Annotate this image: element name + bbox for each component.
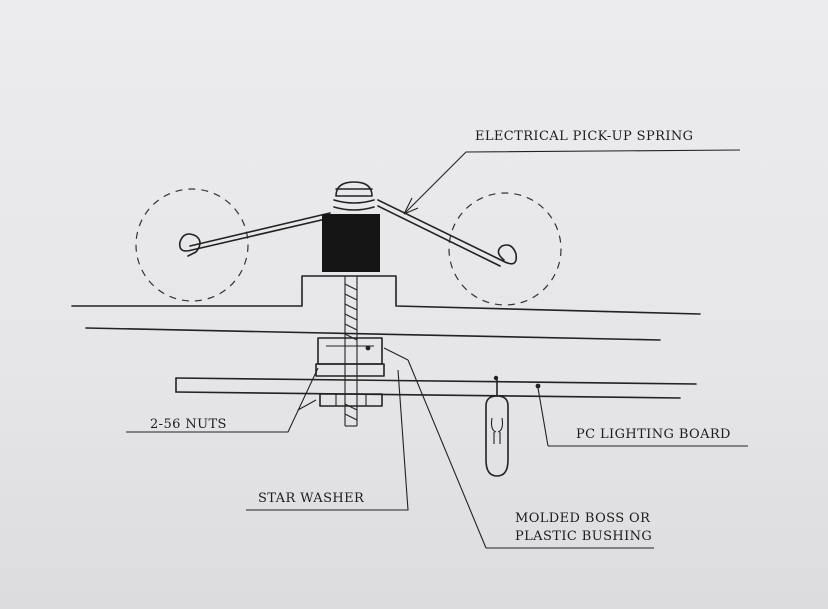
plastic-bushing [317, 337, 383, 365]
screw-shaft [344, 276, 358, 427]
screw-head [333, 181, 375, 211]
right-wheel-outline [448, 192, 562, 306]
solid-spacer-block [322, 214, 380, 272]
label-plastic-bushing: PLASTIC BUSHING [515, 529, 652, 544]
lamp-bulb [485, 379, 509, 477]
molded-boss-outline [71, 275, 701, 341]
label-2-56-nuts: 2-56 NUTS [150, 417, 227, 432]
label-molded-boss: MOLDED BOSS OR [515, 511, 651, 526]
label-pc-lighting-board: PC LIGHTING BOARD [576, 427, 731, 442]
star-washer-part [315, 363, 385, 377]
left-wheel-outline [135, 188, 249, 302]
label-electrical-pickup-spring: ELECTRICAL PICK-UP SPRING [475, 129, 693, 144]
leader-lines [126, 149, 748, 549]
nuts-part [319, 393, 383, 407]
pickup-spring [178, 199, 518, 267]
label-star-washer: STAR WASHER [258, 491, 365, 506]
pc-lighting-board [175, 375, 697, 399]
